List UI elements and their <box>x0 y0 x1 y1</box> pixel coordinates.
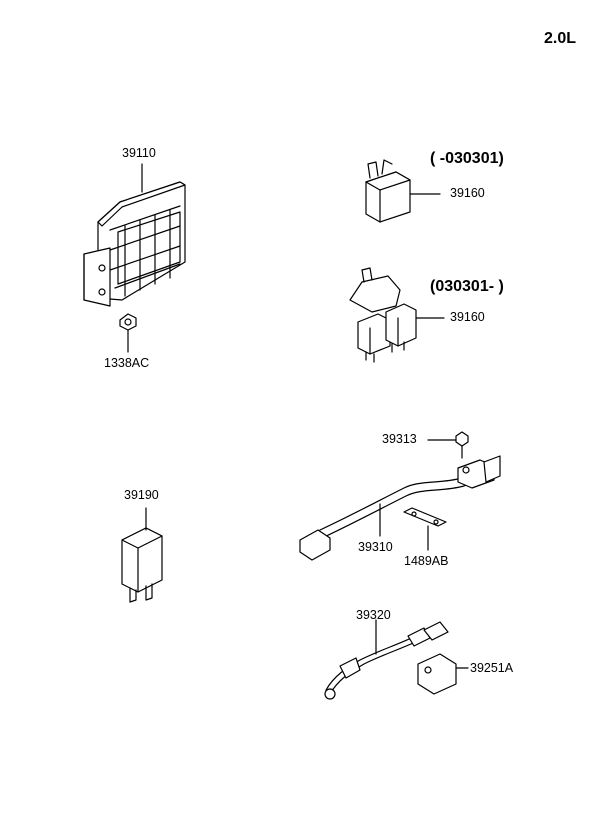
part-number-module[interactable]: 39190 <box>124 488 159 502</box>
part-number-clip[interactable]: 39251A <box>470 661 514 675</box>
part-number-bracket[interactable]: 1489AB <box>404 554 449 568</box>
engine-label: 2.0L <box>544 30 577 47</box>
relay-with-bracket-drawing <box>349 267 445 363</box>
bracket-drawing <box>403 507 447 551</box>
bolt-drawing <box>427 431 469 459</box>
relay-date-before: ( -030301) <box>430 150 504 167</box>
harness-drawing <box>324 619 449 700</box>
part-number-bolt[interactable]: 39313 <box>382 432 417 446</box>
nut-drawing <box>119 313 137 353</box>
part-number-relay[interactable]: 39160 <box>450 186 485 200</box>
clip-drawing <box>417 653 469 695</box>
relay-drawing <box>365 159 441 223</box>
ecu-unit-drawing <box>83 163 186 307</box>
part-number-nut[interactable]: 1338AC <box>104 356 150 370</box>
part-number-sensor[interactable]: 39310 <box>358 540 393 554</box>
module-drawing <box>121 507 163 603</box>
relay-date-after: (030301- ) <box>430 278 504 295</box>
part-number-harness[interactable]: 39320 <box>356 608 391 622</box>
part-number-ecu[interactable]: 39110 <box>122 146 156 160</box>
part-number-relay-2[interactable]: 39160 <box>450 310 485 324</box>
sensor-drawing <box>299 455 501 561</box>
